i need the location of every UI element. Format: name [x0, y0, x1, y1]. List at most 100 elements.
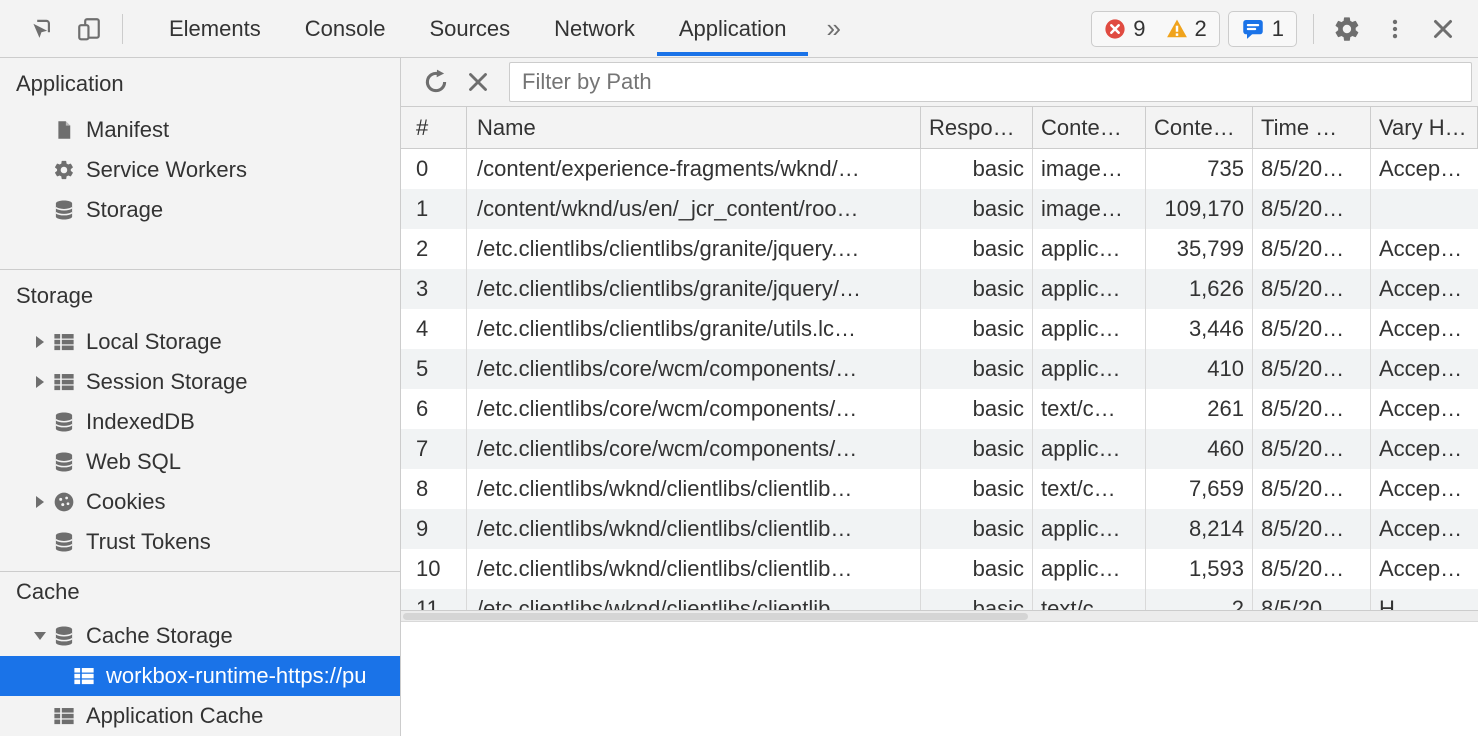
- close-icon[interactable]: [1426, 12, 1460, 46]
- sidebar-item-web-sql[interactable]: Web SQL: [0, 442, 400, 482]
- sidebar-item-storage[interactable]: Storage: [0, 190, 400, 230]
- grid-body: 0/content/experience-fragments/wknd/…bas…: [401, 149, 1478, 610]
- console-issues-badge[interactable]: 9 2: [1091, 10, 1220, 47]
- database-icon: [52, 198, 76, 222]
- cell: 8: [401, 469, 467, 509]
- table-row[interactable]: 1/content/wknd/us/en/_jcr_content/roo…ba…: [401, 189, 1478, 229]
- more-tabs-icon[interactable]: »: [826, 13, 841, 43]
- table-icon: [52, 704, 76, 728]
- cell: 8/5/20…: [1253, 269, 1371, 309]
- table-row[interactable]: 7/etc.clientlibs/core/wcm/components/…ba…: [401, 429, 1478, 469]
- messages-badge[interactable]: 1: [1227, 10, 1297, 47]
- column-header-2[interactable]: Respo…: [921, 107, 1033, 148]
- database-icon: [52, 410, 76, 434]
- tab-console[interactable]: Console: [304, 15, 386, 41]
- sidebar-item-trust-tokens[interactable]: Trust Tokens: [0, 522, 400, 562]
- sidebar-item-label: Storage: [86, 197, 164, 222]
- cell: image…: [1033, 189, 1146, 229]
- column-header-3[interactable]: Conte…: [1033, 107, 1146, 148]
- cell: 1: [401, 189, 467, 229]
- refresh-icon[interactable]: [421, 67, 451, 97]
- sidebar-item-local-storage[interactable]: Local Storage: [0, 322, 400, 362]
- preview-pane: [401, 622, 1478, 736]
- cell: Accep…: [1379, 156, 1463, 181]
- cell: /etc.clientlibs/wknd/clientlibs/clientli…: [467, 509, 921, 549]
- settings-gear-icon[interactable]: [1330, 12, 1364, 46]
- toolbar-right: 9 2 1: [1091, 10, 1478, 47]
- kebab-menu-icon[interactable]: [1378, 12, 1412, 46]
- error-count: 9: [1133, 15, 1146, 41]
- sidebar-item-indexeddb[interactable]: IndexedDB: [0, 402, 400, 442]
- sidebar-item-manifest[interactable]: Manifest: [0, 110, 400, 150]
- warning-count: 2: [1194, 15, 1207, 41]
- cell: 6: [401, 389, 467, 429]
- column-header-6[interactable]: Vary H…: [1371, 107, 1478, 148]
- cell: [1371, 189, 1478, 229]
- cell: applic…: [1033, 549, 1146, 589]
- clear-icon[interactable]: [463, 67, 493, 97]
- cell: 1,593: [1146, 549, 1253, 589]
- cell: Accep…: [1379, 516, 1463, 541]
- cell: /etc.clientlibs/clientlibs/granite/utils…: [467, 309, 921, 349]
- cell: basic: [921, 309, 1033, 349]
- cell: basic: [921, 549, 1033, 589]
- sidebar-item-workbox-runtime-https-pu[interactable]: workbox-runtime-https://pu: [0, 656, 400, 696]
- column-header-5[interactable]: Time …: [1253, 107, 1371, 148]
- cell: image…: [1033, 149, 1146, 189]
- section-title-storage: Storage: [16, 282, 94, 308]
- horizontal-scrollbar[interactable]: [401, 611, 1478, 622]
- tab-application[interactable]: Application: [656, 0, 809, 57]
- table-icon: [52, 330, 76, 354]
- tab-sources[interactable]: Sources: [429, 15, 511, 41]
- sidebar-item-label: Session Storage: [86, 368, 248, 394]
- message-icon: [1241, 17, 1265, 41]
- table-row[interactable]: 6/etc.clientlibs/core/wcm/components/…ba…: [401, 389, 1478, 429]
- sidebar-item-session-storage[interactable]: Session Storage: [0, 362, 400, 402]
- section-title-application: Application: [16, 71, 124, 96]
- tab-network[interactable]: Network: [554, 15, 635, 41]
- database-icon: [52, 450, 76, 474]
- sidebar-item-application-cache[interactable]: Application Cache: [0, 696, 400, 736]
- chevron-right-icon[interactable]: [28, 336, 52, 348]
- chevron-down-icon[interactable]: [28, 632, 52, 640]
- sidebar-item-label: Cookies: [86, 488, 166, 514]
- table-row[interactable]: 10/etc.clientlibs/wknd/clientlibs/client…: [401, 549, 1478, 589]
- cell: applic…: [1033, 429, 1146, 469]
- cell: 8/5/20…: [1253, 589, 1371, 610]
- sidebar-item-cache-storage[interactable]: Cache Storage: [0, 616, 400, 656]
- cell: 1,626: [1146, 269, 1253, 309]
- table-row[interactable]: 9/etc.clientlibs/wknd/clientlibs/clientl…: [401, 509, 1478, 549]
- column-header-1[interactable]: Name: [467, 107, 921, 148]
- chevron-right-icon[interactable]: [28, 496, 52, 508]
- table-row[interactable]: 8/etc.clientlibs/wknd/clientlibs/clientl…: [401, 469, 1478, 509]
- table-row[interactable]: 5/etc.clientlibs/core/wcm/components/…ba…: [401, 349, 1478, 389]
- cell: 109,170: [1146, 189, 1253, 229]
- inspect-element-icon[interactable]: [24, 12, 58, 46]
- device-toolbar-icon[interactable]: [72, 12, 106, 46]
- filter-by-path-input[interactable]: [509, 62, 1472, 102]
- database-icon: [52, 624, 76, 648]
- table-row[interactable]: 3/etc.clientlibs/clientlibs/granite/jque…: [401, 269, 1478, 309]
- column-header-4[interactable]: Conte…: [1146, 107, 1253, 148]
- sidebar-item-label: workbox-runtime-https://pu: [106, 663, 367, 688]
- cell: 8/5/20…: [1253, 429, 1371, 469]
- table-row[interactable]: 0/content/experience-fragments/wknd/…bas…: [401, 149, 1478, 189]
- table-row[interactable]: 2/etc.clientlibs/clientlibs/granite/jque…: [401, 229, 1478, 269]
- table-row[interactable]: 11/etc.clientlibs/wknd/clientlibs/client…: [401, 589, 1478, 610]
- table-row[interactable]: 4/etc.clientlibs/clientlibs/granite/util…: [401, 309, 1478, 349]
- sidebar-item-cookies[interactable]: Cookies: [0, 482, 400, 522]
- cell: /content/experience-fragments/wknd/…: [467, 149, 921, 189]
- table-icon: [72, 664, 96, 688]
- chevron-right-icon[interactable]: [28, 376, 52, 388]
- cell: 8/5/20…: [1253, 189, 1371, 229]
- tab-elements[interactable]: Elements: [169, 15, 261, 41]
- cell: text/c…: [1033, 589, 1146, 610]
- scrollbar-thumb[interactable]: [403, 613, 1028, 620]
- sidebar-item-service-workers[interactable]: Service Workers: [0, 150, 400, 190]
- column-header-0[interactable]: #: [401, 107, 467, 148]
- cell: 5: [401, 349, 467, 389]
